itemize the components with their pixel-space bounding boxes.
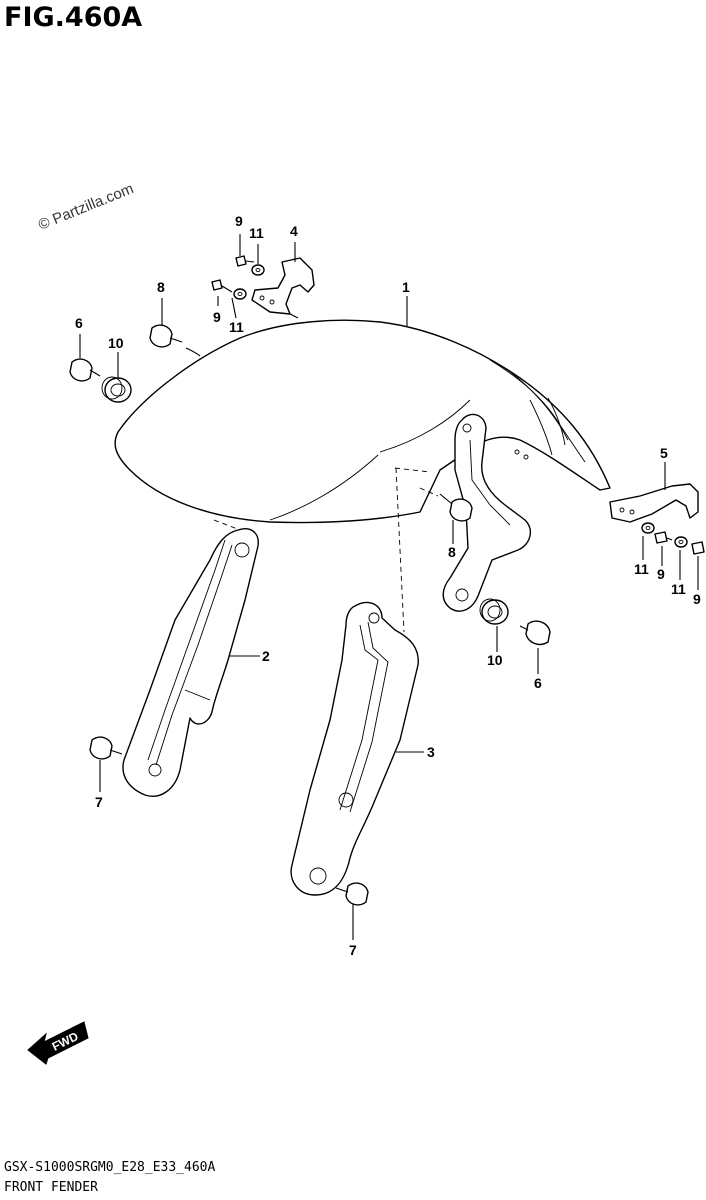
callout-3: 3 (427, 744, 435, 760)
callout-11-right-a: 11 (634, 561, 649, 577)
callout-11-top: 11 (249, 225, 264, 241)
washer-part-11[interactable] (233, 264, 688, 548)
front-fender-part-1[interactable] (114, 319, 611, 524)
callout-9-right-b: 9 (693, 591, 701, 607)
callout-2: 2 (262, 648, 270, 664)
callout-4: 4 (290, 223, 298, 239)
callout-10-left: 10 (108, 335, 124, 351)
leader-lines (79, 234, 699, 940)
callout-11-right-b: 11 (671, 581, 686, 597)
bolt-part-9[interactable] (211, 255, 705, 555)
stay-bracket-part-4[interactable] (251, 257, 315, 319)
model-code: GSX-S1000SRGM0_E28_E33_460A (4, 1160, 216, 1175)
section-name: FRONT FENDER (4, 1180, 98, 1195)
callout-9-mid: 9 (213, 309, 221, 325)
stay-bracket-part-5[interactable] (609, 483, 699, 523)
callout-8-right: 8 (448, 544, 456, 560)
callout-11-mid: 11 (229, 319, 244, 335)
callout-9-top: 9 (235, 213, 243, 229)
callout-10-right: 10 (487, 652, 503, 668)
callout-6-right: 6 (534, 675, 542, 691)
fwd-direction-arrow: FWD (27, 1021, 89, 1065)
screw-part-8[interactable] (149, 324, 473, 522)
right-inner-bracket[interactable] (442, 413, 532, 612)
callout-1: 1 (402, 279, 410, 295)
callout-6-left: 6 (75, 315, 83, 331)
right-fender-bracket-part-3[interactable] (290, 601, 419, 896)
screw-part-7[interactable] (89, 736, 369, 906)
callout-labels: 1 2 3 4 5 6 6 7 7 8 8 9 9 9 9 10 10 11 1… (75, 213, 701, 958)
callout-7-right: 7 (349, 942, 357, 958)
figure-title: FIG.460A (4, 2, 143, 33)
left-fender-bracket-part-2[interactable] (122, 528, 259, 797)
grommet-part-10[interactable] (101, 376, 509, 625)
callout-5: 5 (660, 445, 668, 461)
screw-part-6[interactable] (69, 358, 551, 646)
assembly-guide-lines (213, 467, 439, 633)
callout-8-left: 8 (157, 279, 165, 295)
callout-9-right-a: 9 (657, 566, 665, 582)
callout-7-left: 7 (95, 794, 103, 810)
